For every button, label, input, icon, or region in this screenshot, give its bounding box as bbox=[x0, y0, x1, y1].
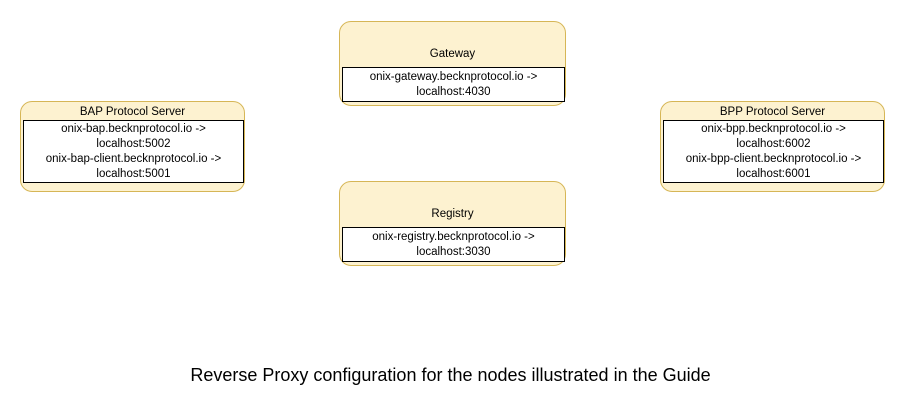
diagram-caption: Reverse Proxy configuration for the node… bbox=[190, 365, 711, 385]
mapping-target: localhost:5001 bbox=[96, 167, 171, 180]
mapping-source: onix-gateway.becknprotocol.io -> bbox=[369, 70, 538, 83]
node-gateway[interactable]: Gateway onix-gateway.becknprotocol.io ->… bbox=[339, 21, 566, 106]
mapping-target: localhost:5002 bbox=[96, 137, 171, 150]
mapping-target: localhost:4030 bbox=[416, 85, 491, 98]
mapping-source: onix-bpp-client.becknprotocol.io -> bbox=[685, 152, 862, 165]
mapping-source: onix-registry.becknprotocol.io -> bbox=[372, 230, 535, 243]
mapping-source: onix-bpp.becknprotocol.io -> bbox=[701, 122, 846, 135]
node-bap-protocol-server-mappings: onix-bap.becknprotocol.io -> localhost:5… bbox=[23, 120, 244, 183]
node-gateway-mappings: onix-gateway.becknprotocol.io -> localho… bbox=[342, 67, 565, 102]
node-registry-mappings: onix-registry.becknprotocol.io -> localh… bbox=[342, 227, 565, 262]
mapping-source: onix-bap.becknprotocol.io -> bbox=[61, 122, 206, 135]
mapping-entry: onix-bap-client.becknprotocol.io -> loca… bbox=[46, 152, 221, 182]
mapping-entry: onix-registry.becknprotocol.io -> localh… bbox=[372, 230, 534, 260]
node-registry[interactable]: Registry onix-registry.becknprotocol.io … bbox=[339, 181, 566, 266]
node-bap-protocol-server[interactable]: BAP Protocol Server onix-bap.becknprotoc… bbox=[20, 101, 245, 192]
node-registry-title: Registry bbox=[431, 208, 474, 220]
node-bpp-protocol-server-title: BPP Protocol Server bbox=[719, 106, 826, 118]
node-bpp-protocol-server-mappings: onix-bpp.becknprotocol.io -> localhost:6… bbox=[663, 120, 884, 183]
node-gateway-title: Gateway bbox=[429, 48, 476, 60]
mapping-target: localhost:3030 bbox=[416, 245, 491, 258]
mapping-entry: onix-bpp.becknprotocol.io -> localhost:6… bbox=[701, 122, 846, 152]
mapping-entry: onix-gateway.becknprotocol.io -> localho… bbox=[370, 70, 538, 100]
mapping-entry: onix-bpp-client.becknprotocol.io -> loca… bbox=[686, 152, 861, 182]
node-bap-protocol-server-title: BAP Protocol Server bbox=[79, 106, 186, 118]
mapping-target: localhost:6001 bbox=[736, 167, 811, 180]
mapping-entry: onix-bap.becknprotocol.io -> localhost:5… bbox=[61, 122, 206, 152]
mapping-source: onix-bap-client.becknprotocol.io -> bbox=[45, 152, 222, 165]
node-bpp-protocol-server[interactable]: BPP Protocol Server onix-bpp.becknprotoc… bbox=[660, 101, 885, 192]
mapping-target: localhost:6002 bbox=[736, 137, 811, 150]
